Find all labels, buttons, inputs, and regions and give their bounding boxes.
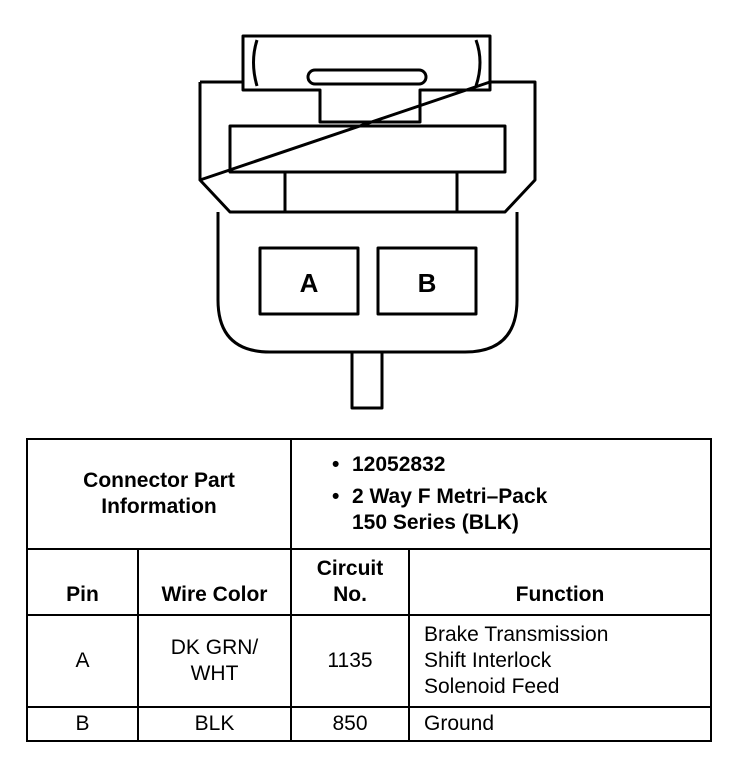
function-line: Solenoid Feed: [424, 675, 560, 698]
wire-stub: [350, 350, 384, 410]
function-line: Shift Interlock: [424, 649, 552, 672]
tab-inner-edge-right: [474, 39, 482, 87]
cavity-b-label: B: [418, 268, 437, 298]
part-description-item: 2 Way F Metri–Pack 150 Series (BLK): [332, 484, 710, 536]
column-header-pin: Pin: [26, 548, 139, 616]
cavity-a: [258, 246, 360, 316]
locking-tab: [241, 34, 492, 124]
pin-cell: A: [26, 614, 139, 708]
column-header-circuit: Circuit No.: [290, 548, 410, 616]
wire-color-line: WHT: [190, 662, 239, 685]
connector-lower-housing: [216, 212, 519, 354]
wire-color-cell: BLK: [137, 706, 292, 742]
part-info-details: 12052832 2 Way F Metri–Pack 150 Series (…: [290, 438, 712, 550]
column-header-circuit-line: Circuit: [316, 557, 384, 580]
circuit-cell: 850: [290, 706, 410, 742]
cavity-a-label: A: [300, 268, 319, 298]
connector-info-table: Connector Part Information 12052832 2 Wa…: [26, 438, 712, 742]
ridge-band: [228, 124, 507, 174]
wire-color-line: DK GRN/: [170, 636, 259, 659]
column-header-circuit-line: No.: [333, 583, 367, 606]
wire-color-line: BLK: [194, 712, 235, 735]
part-info-row: Connector Part Information 12052832 2 Wa…: [26, 438, 712, 550]
function-cell: Ground: [408, 706, 712, 742]
part-info-header-line: Connector Part: [83, 469, 235, 492]
wire-color-cell: DK GRN/ WHT: [137, 614, 292, 708]
tab-inner-edge-left: [252, 39, 259, 87]
part-number-item: 12052832: [332, 452, 710, 478]
column-header-wire-color: Wire Color: [137, 548, 292, 616]
part-description-line: 150 Series (BLK): [352, 511, 519, 534]
column-header-function: Function: [408, 548, 712, 616]
part-info-header-line: Information: [101, 495, 217, 518]
connector-upper-body: [198, 80, 537, 214]
part-description-line: 2 Way F Metri–Pack: [352, 485, 548, 508]
cavity-b: [376, 246, 478, 316]
column-header-row: Pin Wire Color Circuit No. Function: [26, 548, 712, 616]
function-line: Brake Transmission: [424, 623, 609, 646]
table-row: A DK GRN/ WHT 1135 Brake Transmission Sh…: [26, 614, 712, 708]
function-cell: Brake Transmission Shift Interlock Solen…: [408, 614, 712, 708]
latch-slot: [306, 68, 428, 86]
circuit-cell: 1135: [290, 614, 410, 708]
part-number: 12052832: [352, 453, 446, 476]
function-line: Ground: [424, 712, 495, 735]
part-info-list: 12052832 2 Way F Metri–Pack 150 Series (…: [292, 440, 710, 548]
table-row: B BLK 850 Ground: [26, 706, 712, 742]
part-info-header: Connector Part Information: [26, 438, 292, 550]
connector-diagram: A B: [198, 34, 537, 410]
pin-cell: B: [26, 706, 139, 742]
